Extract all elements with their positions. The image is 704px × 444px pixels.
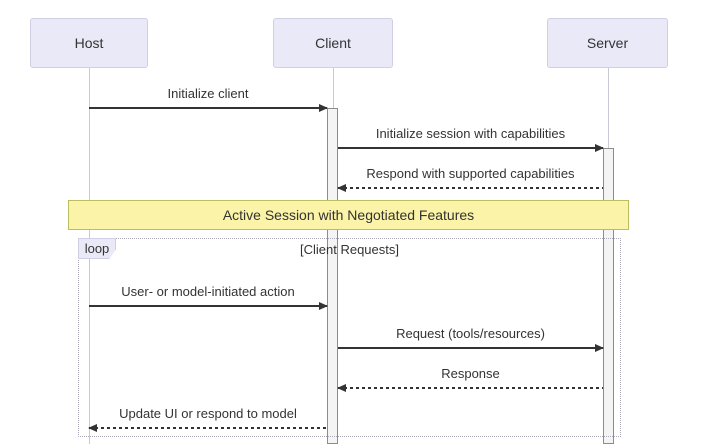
message-label: User- or model-initiated action [121, 284, 295, 299]
arrowhead-right-icon [595, 343, 604, 352]
note-active-session: Active Session with Negotiated Features [68, 200, 629, 230]
note-label: Active Session with Negotiated Features [222, 207, 475, 223]
actor-client-label: Client [315, 35, 351, 51]
message-response: Response [337, 366, 603, 392]
arrowhead-left-icon [337, 383, 346, 392]
actor-host: Host [30, 18, 148, 68]
actor-server-label: Server [586, 35, 629, 51]
loop-label: loop [84, 241, 110, 256]
arrowhead-left-icon [88, 423, 97, 432]
arrowhead-right-icon [319, 301, 328, 310]
message-arrow-line [337, 183, 603, 192]
message-arrow-line [88, 423, 327, 432]
message-arrow-line [89, 301, 328, 310]
message-label: Initialize client [167, 86, 249, 101]
message-initialize-client: Initialize client [89, 86, 328, 112]
actor-server: Server [547, 18, 668, 68]
message-initialize-session: Initialize session with capabilities [338, 126, 604, 152]
message-user-action: User- or model-initiated action [89, 284, 328, 310]
message-update-ui: Update UI or respond to model [88, 406, 327, 432]
message-label: Request (tools/resources) [396, 326, 545, 341]
loop-frame: loop [Client Requests] [78, 238, 621, 437]
message-arrow-line [337, 383, 603, 392]
message-label: Initialize session with capabilities [375, 126, 566, 141]
arrowhead-left-icon [337, 183, 346, 192]
message-arrow-line [89, 103, 328, 112]
message-label: Response [441, 366, 500, 381]
message-label: Update UI or respond to model [119, 406, 297, 421]
message-respond-capabilities: Respond with supported capabilities [337, 166, 603, 192]
message-request: Request (tools/resources) [338, 326, 604, 352]
loop-label-box: loop [78, 238, 116, 259]
actor-host-label: Host [74, 35, 104, 51]
arrowhead-right-icon [595, 143, 604, 152]
message-arrow-line [338, 143, 604, 152]
message-label: Respond with supported capabilities [366, 166, 575, 181]
message-arrow-line [338, 343, 604, 352]
loop-title: [Client Requests] [300, 242, 399, 257]
arrowhead-right-icon [319, 103, 328, 112]
actor-client: Client [273, 18, 393, 68]
